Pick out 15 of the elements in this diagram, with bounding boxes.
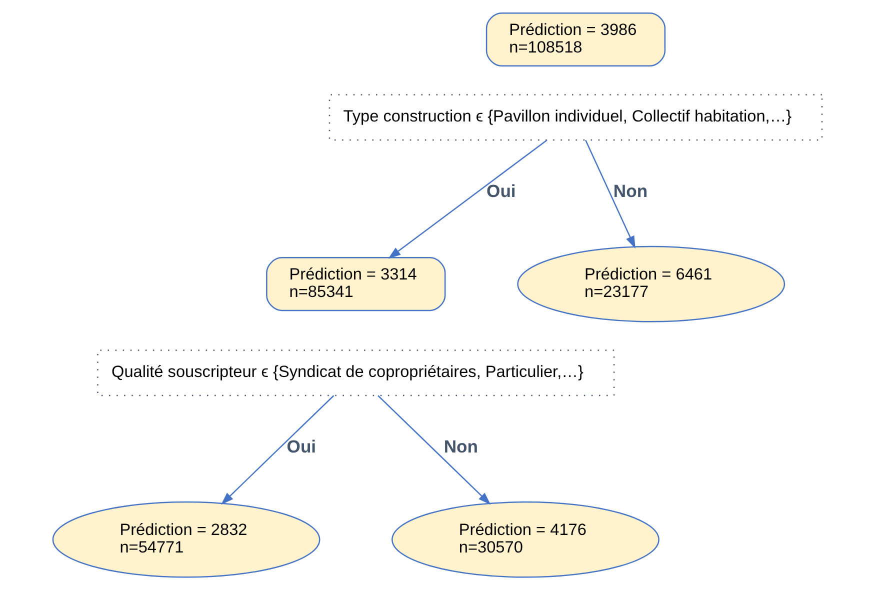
edge-label: Non	[613, 180, 648, 201]
node-box: Type construction ϵ {Pavillon individuel, Collectif habitation,…}	[328, 94, 823, 141]
node-ellipse: Prédiction = 2832 n=54771	[52, 501, 320, 578]
edge-label: Oui	[486, 180, 516, 201]
node-box: Prédiction = 3314 n=85341	[266, 257, 446, 312]
arrow	[388, 140, 548, 259]
node-ellipse: Prédiction = 4176 n=30570	[392, 501, 660, 578]
arrow	[221, 395, 334, 505]
edge-label: Non	[444, 436, 478, 456]
arrow	[585, 140, 636, 249]
arrow	[378, 395, 491, 505]
node-box: Qualité souscripteur ϵ {Syndicat de copropriétaires, Particulier,…}	[97, 350, 615, 396]
node-box: Prédiction = 3986 n=108518	[486, 12, 666, 66]
edge-label: Oui	[286, 436, 316, 456]
node-ellipse: Prédiction = 6461 n=23177	[517, 246, 786, 322]
